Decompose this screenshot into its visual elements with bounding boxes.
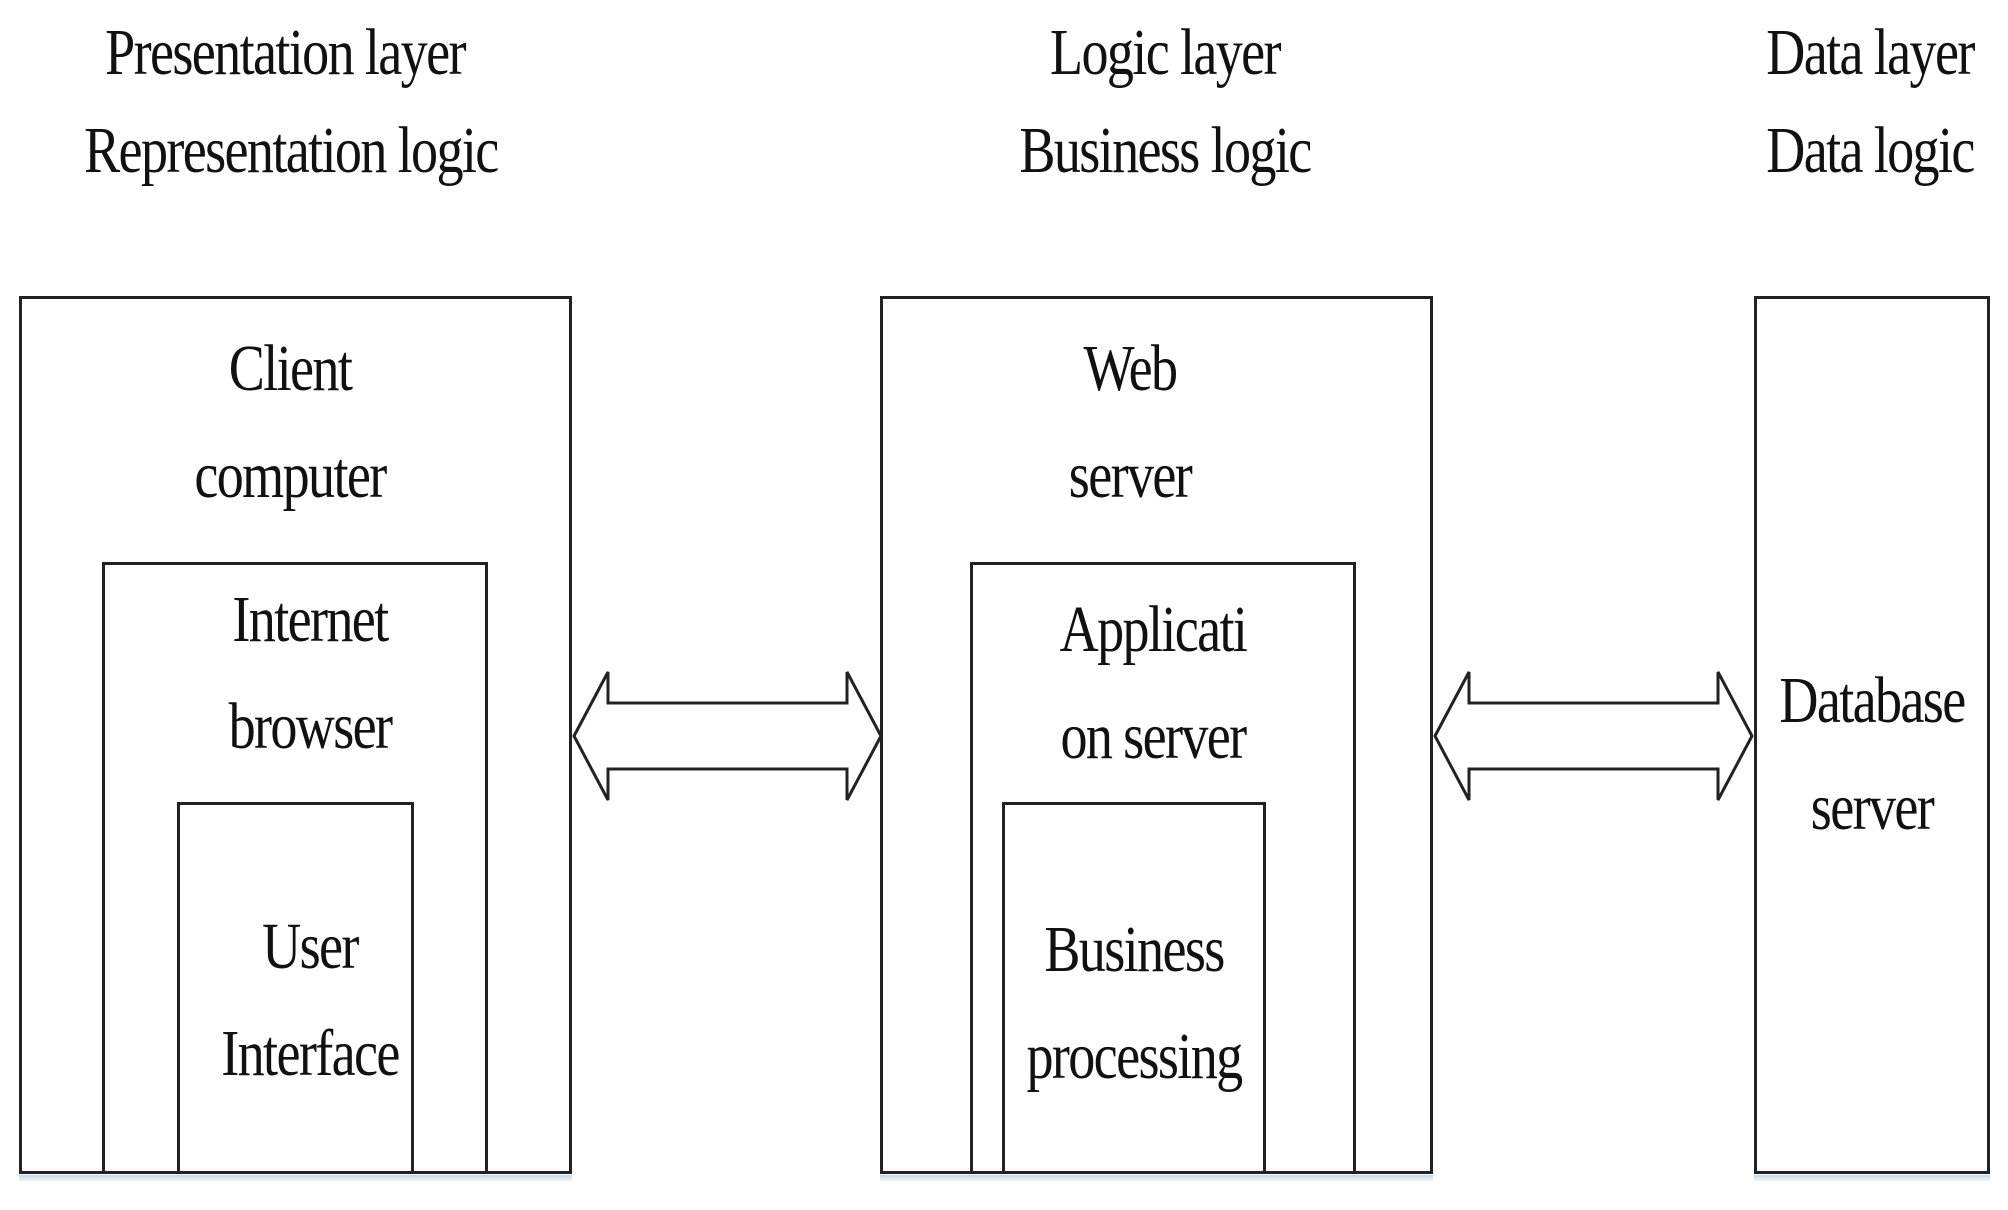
client-computer-label-line1: Client <box>228 332 353 405</box>
user-interface-label-line2: Interface <box>221 1017 400 1090</box>
business-processing-box <box>1002 802 1266 1174</box>
user-interface-label-line1: User <box>262 910 359 983</box>
database-server-label-line2: server <box>1810 771 1935 844</box>
logic-layer-subtitle: Business logic <box>1019 114 1312 187</box>
data-layer-title: Data layer <box>1766 16 1975 89</box>
logic-layer-title: Logic layer <box>1050 16 1282 89</box>
business-processing-label-line1: Business <box>1044 913 1225 986</box>
application-server-label-line1: Applicati <box>1059 593 1248 666</box>
client-computer-label-line2: computer <box>194 439 387 512</box>
database-bottom-shadow <box>1754 1175 1990 1181</box>
web-server-label-line1: Web <box>1083 332 1179 405</box>
user-interface-box <box>177 802 414 1174</box>
internet-browser-label-line1: Internet <box>232 583 389 656</box>
internet-browser-label-line2: browser <box>228 690 393 763</box>
database-server-box <box>1754 296 1990 1174</box>
web-server-label-line2: server <box>1068 439 1193 512</box>
data-layer-subtitle: Data logic <box>1766 114 1975 187</box>
database-server-label-line1: Database <box>1779 664 1966 737</box>
presentation-layer-title: Presentation layer <box>105 16 466 89</box>
business-processing-label-line2: processing <box>1026 1020 1243 1093</box>
application-server-label-line2: on server <box>1060 700 1247 773</box>
client-bottom-shadow <box>19 1175 572 1181</box>
presentation-layer-subtitle: Representation logic <box>84 114 499 187</box>
web-bottom-shadow <box>880 1175 1433 1181</box>
